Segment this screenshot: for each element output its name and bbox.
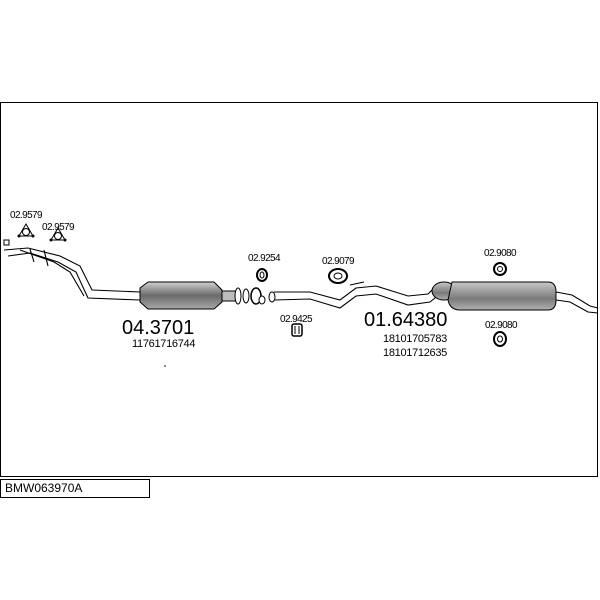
front-section-drawing: [3, 239, 242, 310]
gasket-1-icon: [256, 268, 268, 282]
connector-icon: [242, 287, 276, 305]
stray-dot: [164, 365, 166, 367]
clamp-2-icon: [49, 227, 67, 242]
catalog-code: BMW063970A: [5, 481, 83, 495]
part-label-clamp-2: 02.9579: [42, 222, 75, 233]
part-label-clamp-1: 02.9579: [10, 210, 43, 221]
hanger-2-icon: [493, 262, 507, 276]
gasket-2-icon: [291, 323, 303, 337]
catalog-code-box: BMW063970A: [0, 479, 150, 498]
part-label-hanger-3: 02.9080: [485, 320, 518, 331]
clamp-1-icon: [17, 223, 35, 238]
oe-number-rear-section-1: 18101705783: [383, 333, 447, 345]
part-label-hanger-2: 02.9080: [484, 248, 517, 259]
part-label-front-section: 04.3701: [122, 317, 194, 339]
part-label-rear-section: 01.64380: [364, 309, 447, 331]
oe-number-rear-section-2: 18101712635: [383, 347, 447, 359]
part-label-hanger-1: 02.9079: [322, 256, 355, 267]
hanger-1-icon: [328, 268, 348, 284]
part-label-gasket-1: 02.9254: [248, 253, 281, 264]
rear-section-drawing: [273, 281, 599, 314]
part-label-gasket-2: 02.9425: [280, 314, 313, 325]
hanger-3-icon: [493, 331, 507, 347]
oe-number-front-section: 11761716744: [132, 338, 195, 350]
diagram-frame: [0, 102, 598, 477]
